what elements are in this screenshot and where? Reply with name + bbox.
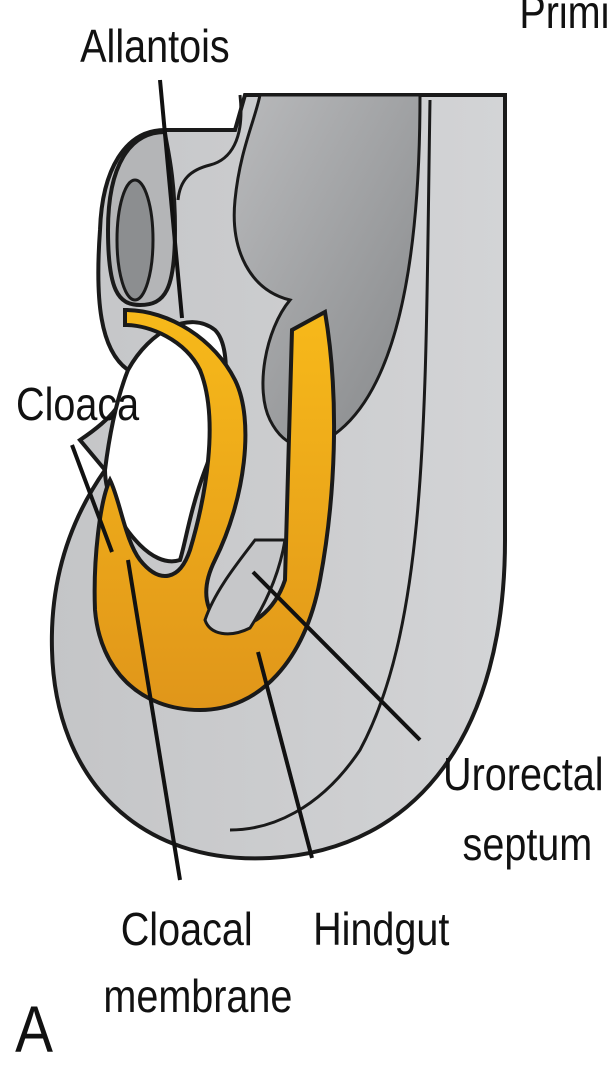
panel-letter: A <box>15 993 53 1067</box>
cloaca-label: Cloaca <box>16 379 139 430</box>
cloacal-label-line1: Cloacal <box>121 904 253 955</box>
allantois-label: Allantois <box>80 21 229 72</box>
hindgut-label: Hindgut <box>313 904 449 955</box>
urorectal-label-line1: Urorectal <box>443 749 603 800</box>
clipped-top-label: Primi <box>519 0 609 39</box>
cloacal-label-line2: membrane <box>103 971 292 1022</box>
allantois-lumen <box>117 180 153 300</box>
urorectal-label-line2: septum <box>463 819 593 870</box>
